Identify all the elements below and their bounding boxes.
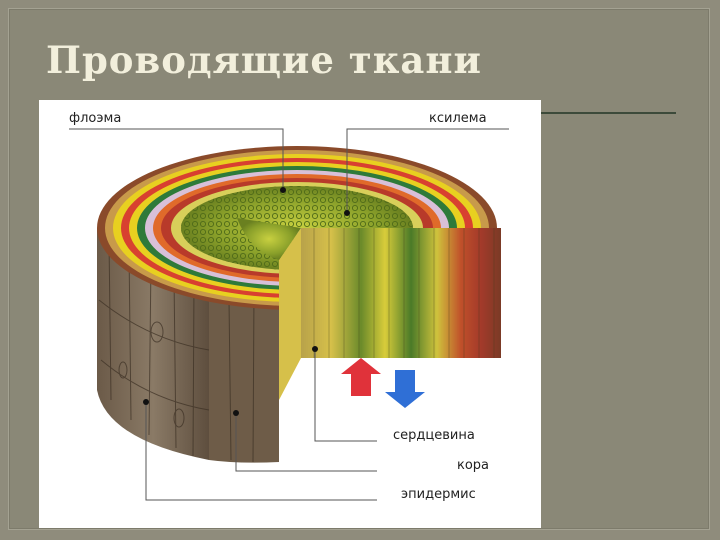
stem-cross-section-diagram: флоэма ксилема сердцевина кора эпидермис: [39, 100, 541, 528]
bark-texture: [98, 239, 255, 463]
leader-lines: [69, 128, 509, 501]
label-xylem: ксилема: [429, 111, 487, 126]
bark-side-front: [209, 260, 279, 463]
pith-top: [237, 218, 301, 260]
label-pith: сердцевина: [393, 428, 475, 443]
slide-title: Проводящие ткани: [46, 38, 482, 82]
downward-flow-arrow: [385, 370, 425, 408]
label-cortex: кора: [457, 458, 490, 473]
radial-cut-face: [279, 228, 301, 400]
label-phloem: флоэма: [69, 111, 122, 126]
longitudinal-cut-face: [301, 228, 501, 358]
stem-illustration: [69, 128, 509, 501]
upward-flow-arrow: [341, 358, 381, 396]
label-epidermis: эпидермис: [401, 487, 476, 502]
leader-dots: [143, 187, 350, 416]
title-divider: [536, 112, 676, 114]
cut-face-fibers: [313, 228, 495, 358]
transport-arrows: [341, 358, 425, 408]
